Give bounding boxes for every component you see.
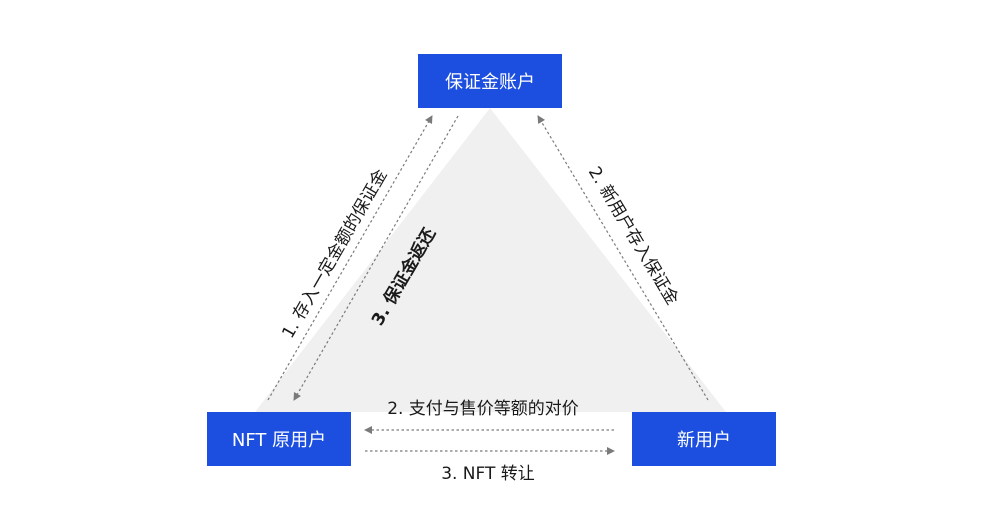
node-new-user-label: 新用户: [677, 430, 731, 451]
label-step3-transfer: 3. NFT 转让: [441, 464, 535, 484]
node-original-user: NFT 原用户: [207, 412, 351, 466]
node-original-user-label: NFT 原用户: [231, 430, 327, 451]
background-triangle: [255, 108, 726, 412]
arrow-step2-new-user-deposit: [537, 115, 709, 401]
node-deposit-account: 保证金账户: [418, 54, 562, 108]
label-step2-pay: 2. 支付与售价等额的对价: [387, 399, 579, 419]
node-deposit-account-label: 保证金账户: [445, 72, 535, 93]
node-new-user: 新用户: [632, 412, 776, 466]
